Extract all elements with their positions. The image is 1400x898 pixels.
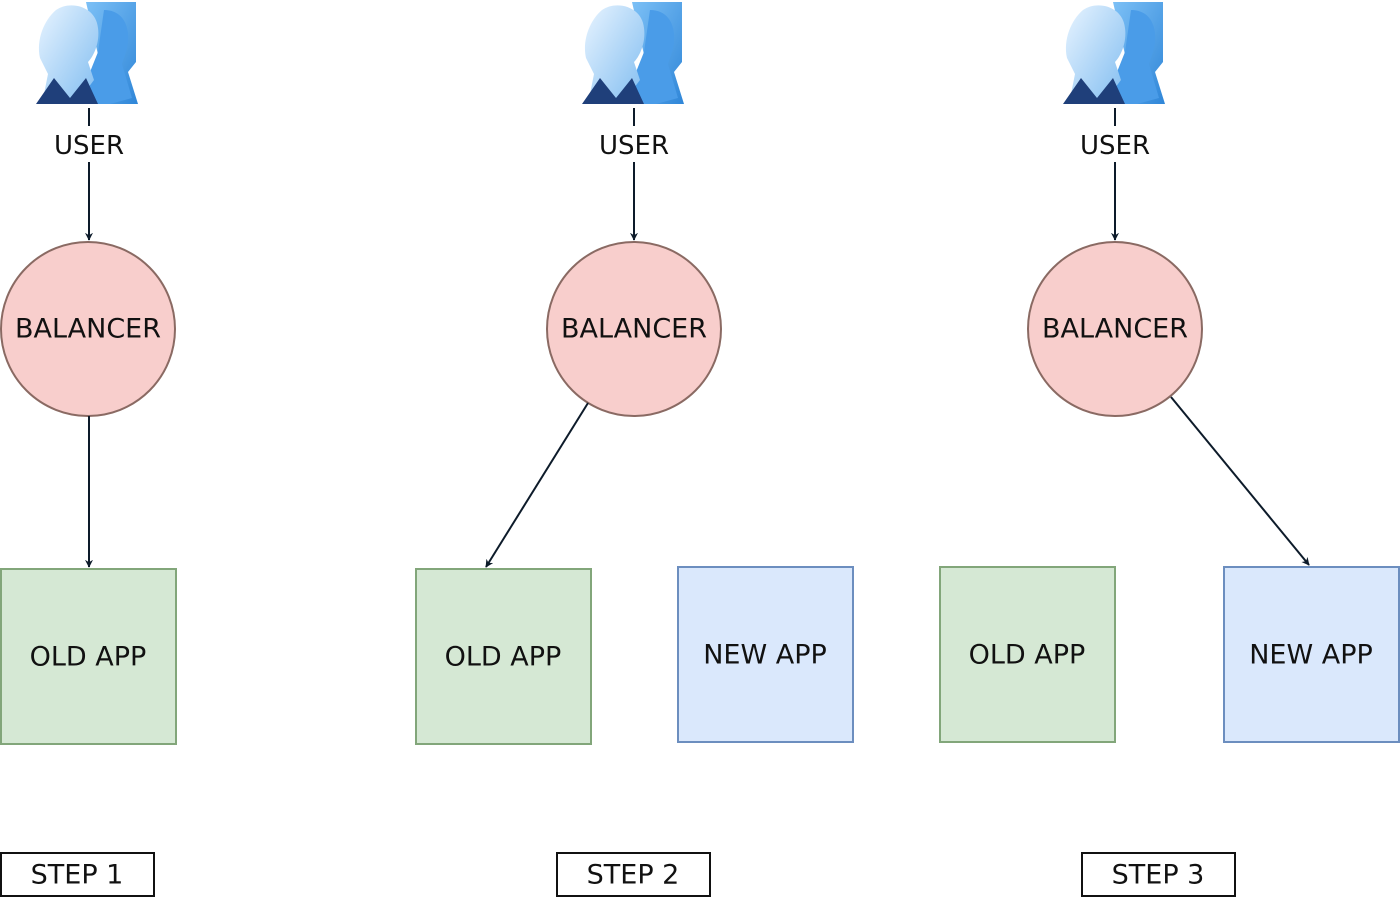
user-group-icon bbox=[582, 2, 684, 104]
new-app-box bbox=[677, 566, 854, 743]
old-app-box bbox=[939, 566, 1116, 743]
old-app-box bbox=[415, 568, 592, 745]
old-app-label: OLD APP bbox=[969, 640, 1086, 671]
balancer-node bbox=[546, 241, 722, 417]
user-group-icon bbox=[1063, 2, 1165, 104]
user-group-icon bbox=[36, 2, 138, 104]
user-label: USER bbox=[1080, 131, 1150, 161]
new-app-label: NEW APP bbox=[1249, 640, 1373, 671]
old-app-box bbox=[0, 568, 177, 745]
step-1: USER BALANCER OLD APP STEP 1 bbox=[0, 2, 177, 897]
balancer-label: BALANCER bbox=[561, 314, 707, 345]
old-app-label: OLD APP bbox=[445, 642, 562, 673]
new-app-box bbox=[1223, 566, 1400, 743]
user-label: USER bbox=[599, 131, 669, 161]
old-app-label: OLD APP bbox=[30, 642, 147, 673]
step-label-box bbox=[0, 852, 155, 897]
balancer-label: BALANCER bbox=[1042, 314, 1188, 345]
balancer-node bbox=[1027, 241, 1203, 417]
step-label: STEP 2 bbox=[587, 860, 680, 891]
step-label: STEP 3 bbox=[1112, 860, 1205, 891]
step-label: STEP 1 bbox=[31, 860, 124, 891]
step-label-box bbox=[556, 852, 711, 897]
new-app-label: NEW APP bbox=[703, 640, 827, 671]
balancer-to-new-app-arrow bbox=[1170, 396, 1310, 566]
step-2: USER BALANCER OLD APP NEW APP STEP 2 bbox=[415, 2, 854, 897]
balancer-to-old-app-arrow bbox=[485, 402, 589, 568]
balancer-label: BALANCER bbox=[15, 314, 161, 345]
step-3: USER BALANCER OLD APP NEW APP STEP 3 bbox=[939, 2, 1400, 897]
user-label: USER bbox=[54, 131, 124, 161]
step-label-box bbox=[1081, 852, 1236, 897]
